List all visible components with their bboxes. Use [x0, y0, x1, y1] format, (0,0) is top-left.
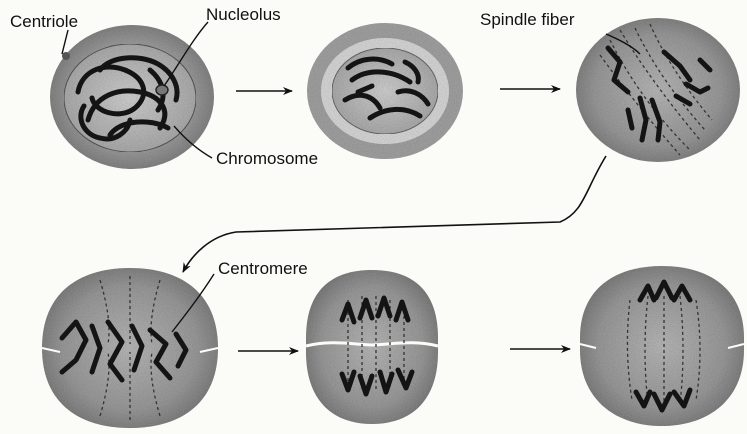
cell-6-late-anaphase — [580, 266, 744, 426]
chromosome-label: Chromosome — [216, 149, 318, 168]
nucleolus-label: Nucleolus — [206, 5, 281, 24]
cell-5-anaphase — [306, 270, 438, 424]
centriole-leader — [62, 30, 68, 54]
nucleolus-shape — [156, 85, 168, 95]
cell-4-metaphase — [42, 268, 218, 428]
centriole-shape — [62, 52, 70, 60]
centromere-label: Centromere — [218, 259, 308, 278]
cell-3-prometaphase — [576, 18, 740, 162]
spindle-fiber-label: Spindle fiber — [480, 10, 575, 29]
cell-2-late-prophase — [307, 23, 463, 159]
centriole-label: Centriole — [10, 12, 78, 31]
arrow-3-to-4 — [183, 156, 606, 272]
